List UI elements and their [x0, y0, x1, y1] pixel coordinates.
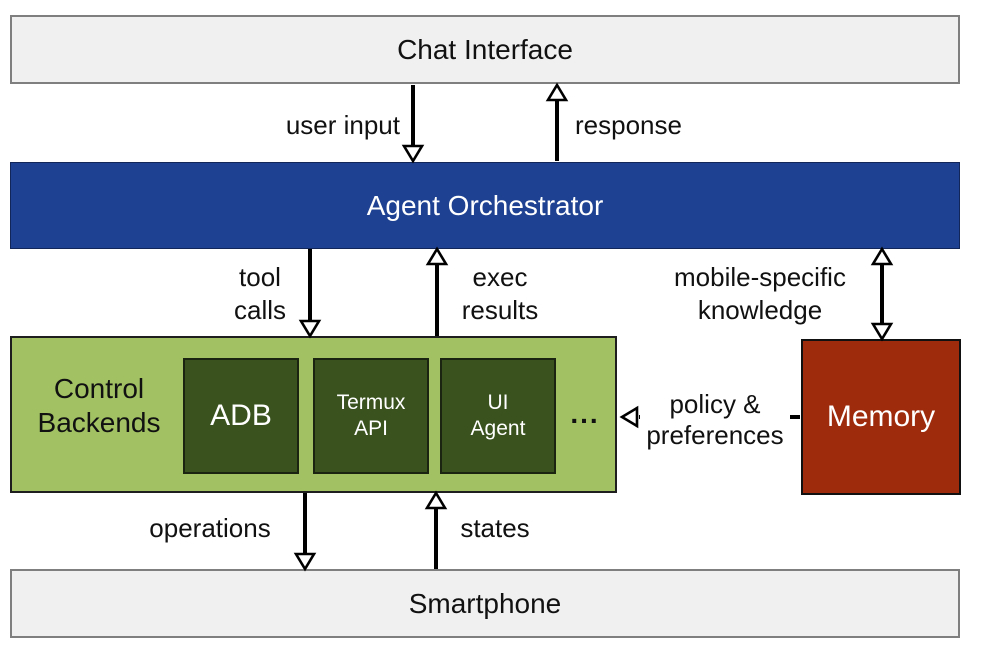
policy-preferences-label: policy & preferences	[640, 389, 790, 451]
smartphone-box: Smartphone	[10, 569, 960, 638]
smartphone-label: Smartphone	[408, 587, 562, 619]
termux-api-backend-label: Termux API	[337, 390, 406, 442]
chat-interface-box: Chat Interface	[10, 15, 960, 84]
agent-orchestrator-label: Agent Orchestrator	[366, 189, 604, 221]
states-arrow	[424, 490, 448, 569]
more-backends-ellipsis: ...	[570, 398, 600, 429]
adb-backend-label: ADB	[210, 399, 272, 432]
policy-preferences-line1: policy &	[669, 389, 761, 419]
termux-api-backend-box: Termux API	[313, 358, 429, 474]
termux-api-label-line2: API	[354, 417, 388, 440]
states-label: states	[460, 513, 530, 543]
control-backends-label-line1: Control	[53, 373, 145, 404]
tool-calls-label-line2: calls	[233, 295, 286, 325]
agent-orchestrator-box: Agent Orchestrator	[10, 162, 960, 249]
ui-agent-label-line2: Agent	[470, 417, 526, 440]
operations-label: operations	[149, 513, 271, 543]
chat-interface-label: Chat Interface	[397, 33, 573, 65]
ui-agent-label-line1: UI	[487, 391, 509, 414]
memory-label: Memory	[826, 400, 936, 433]
response-label: response	[575, 110, 682, 140]
memory-box: Memory	[801, 339, 961, 495]
adb-backend-box: ADB	[183, 358, 299, 474]
control-backends-label-line2: Backends	[37, 407, 161, 438]
termux-api-label-line1: Termux	[336, 391, 406, 414]
knowledge-double-arrow	[870, 246, 894, 342]
user-input-label: user input	[285, 110, 400, 140]
control-backends-label: Control Backends	[14, 372, 184, 440]
tool-calls-label: tool calls	[200, 261, 320, 327]
exec-results-label-line1: exec	[472, 262, 528, 292]
operations-arrow	[293, 493, 317, 572]
tool-calls-label-line1: tool	[239, 262, 281, 292]
policy-preferences-line2: preferences	[646, 420, 784, 450]
mobile-specific-knowledge-line1: mobile-specific	[674, 262, 846, 292]
mobile-specific-knowledge-label: mobile-specific knowledge	[650, 261, 870, 327]
ui-agent-backend-box: UI Agent	[440, 358, 556, 474]
exec-results-label: exec results	[440, 261, 560, 327]
exec-results-label-line2: results	[461, 295, 539, 325]
ui-agent-backend-label: UI Agent	[471, 390, 526, 442]
user-input-arrow	[401, 85, 425, 164]
response-arrow	[545, 82, 569, 161]
mobile-specific-knowledge-line2: knowledge	[697, 295, 823, 325]
